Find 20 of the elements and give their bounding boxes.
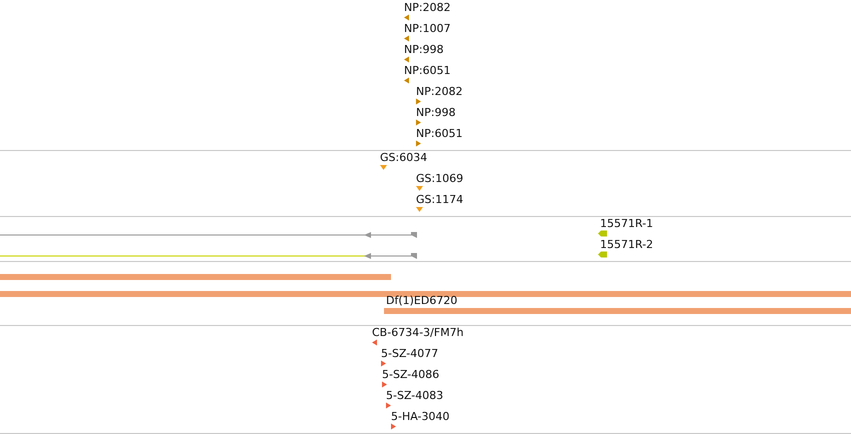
feature-bar (0, 274, 391, 280)
feature-label: CB-6734-3/FM7h (372, 326, 464, 339)
feature-label: NP:2082 (404, 1, 451, 14)
feature-label: NP:1007 (404, 22, 451, 35)
feature-label: Df(1)ED6720 (386, 294, 458, 307)
feature-label: NP:6051 (404, 64, 451, 77)
feature-label: GS:6034 (380, 151, 428, 164)
feature-label: NP:6051 (416, 127, 463, 140)
feature-label: 5-SZ-4083 (386, 389, 444, 402)
feature-label: 15571R-2 (600, 238, 654, 251)
feature-label: NP:998 (404, 43, 444, 56)
feature-label: 5-SZ-4077 (381, 347, 438, 360)
feature-label: 5-HA-3040 (391, 410, 450, 423)
feature-label: GS:1069 (416, 172, 464, 185)
feature-label: 5-SZ-4086 (382, 368, 440, 381)
feature-label: GS:1174 (416, 193, 464, 206)
feature-label: NP:2082 (416, 85, 463, 98)
feature-label: 15571R-1 (600, 217, 654, 230)
feature-label: NP:998 (416, 106, 456, 119)
feature-bar (0, 291, 851, 297)
